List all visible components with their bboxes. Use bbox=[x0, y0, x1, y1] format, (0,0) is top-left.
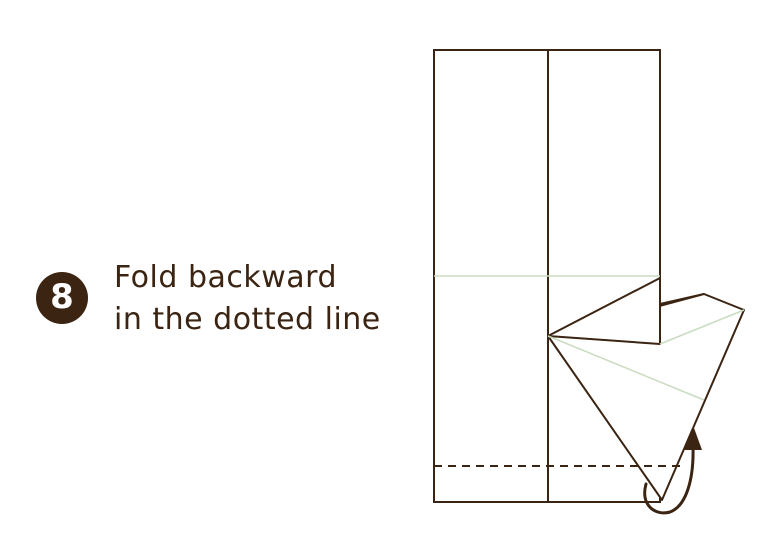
flap-crease-2 bbox=[659, 309, 745, 345]
step-instruction: Fold backward in the dotted line bbox=[114, 257, 414, 341]
upper-flap bbox=[547, 277, 661, 345]
step-number-badge: 8 bbox=[36, 272, 88, 324]
flap-crease-1 bbox=[547, 335, 705, 401]
curved-arrow-up-icon bbox=[643, 428, 702, 515]
step-number: 8 bbox=[50, 277, 74, 317]
instruction-line-2: in the dotted line bbox=[114, 302, 381, 337]
instruction-line-1: Fold backward bbox=[114, 260, 338, 295]
